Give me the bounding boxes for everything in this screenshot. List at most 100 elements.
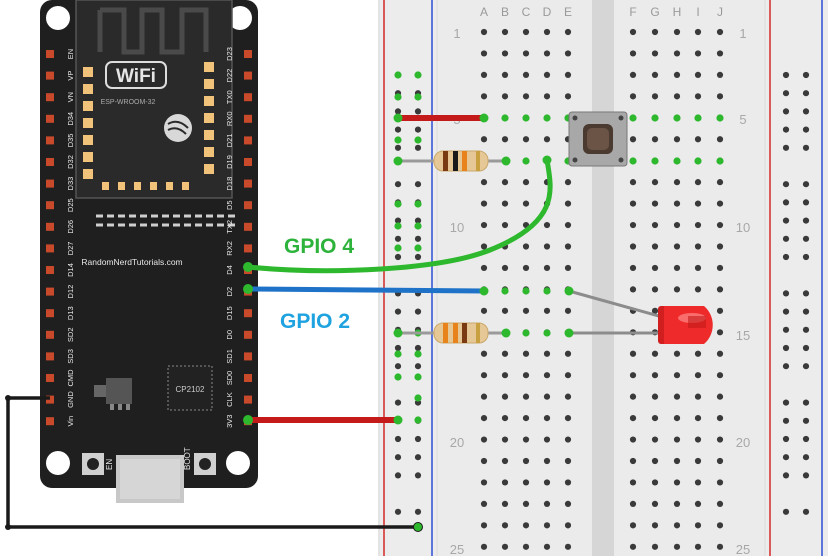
rail-hole — [782, 417, 790, 424]
pin-label: VN — [66, 92, 75, 102]
breadboard-hole — [501, 372, 509, 379]
breadboard-hole — [501, 436, 509, 443]
pin-label: RX2 — [225, 241, 234, 256]
breadboard-hole — [522, 71, 530, 78]
left-power-rail — [380, 0, 436, 556]
rail-hole — [782, 435, 790, 443]
wifi-logo — [105, 61, 167, 89]
header-pin — [46, 244, 54, 253]
rail-hole — [782, 71, 790, 79]
breadboard-hole — [651, 200, 659, 207]
breadboard-hole — [543, 221, 551, 229]
breadboard-hole — [480, 243, 488, 250]
pin-label: D4 — [225, 265, 234, 275]
connected-rail-hole — [414, 373, 422, 381]
breadboard-hole — [522, 393, 530, 400]
breadboard-hole — [543, 500, 551, 507]
breadboard-hole — [716, 543, 724, 550]
rail-hole — [414, 308, 422, 315]
breadboard-hole — [564, 28, 572, 36]
wire-end-pin — [393, 113, 403, 123]
breadboard-hole — [651, 264, 659, 272]
breadboard-hole — [543, 522, 551, 529]
pin-label: D15 — [225, 306, 234, 320]
pushbutton[interactable] — [568, 111, 628, 167]
breadboard-hole — [629, 350, 637, 357]
row-number-left: 10 — [450, 220, 464, 235]
rail-hole — [802, 71, 810, 79]
pin-label: SD3 — [66, 349, 75, 364]
breadboard-hole — [543, 350, 551, 357]
breadboard-hole — [629, 243, 637, 250]
gpio4-label: GPIO 4 — [284, 235, 354, 258]
breadboard-hole — [564, 93, 572, 100]
pin-label: CLK — [225, 392, 234, 407]
connected-rail-hole — [414, 394, 422, 402]
breadboard-hole — [480, 307, 488, 314]
header-pin — [46, 136, 54, 145]
breadboard-hole — [651, 93, 659, 100]
breadboard-hole — [716, 71, 724, 78]
rail-hole — [394, 344, 402, 352]
header-pin — [244, 330, 252, 339]
breadboard-hole — [694, 93, 702, 100]
breadboard-hole — [522, 500, 530, 507]
chip-label: CP2102 — [176, 385, 205, 394]
breadboard-hole — [716, 372, 724, 379]
site-label: RandomNerdTutorials.com — [81, 257, 182, 267]
row-number-right: 20 — [736, 435, 750, 450]
rail-hole — [394, 181, 402, 188]
column-letter: B — [501, 5, 509, 19]
breadboard-hole — [522, 436, 530, 443]
rail-hole — [414, 144, 422, 151]
breadboard-hole — [543, 71, 551, 78]
breadboard-hole — [673, 50, 681, 57]
en-button[interactable] — [82, 453, 104, 475]
breadboard-hole — [564, 307, 572, 314]
connected-rail-hole — [394, 222, 402, 230]
breadboard-hole — [480, 522, 488, 529]
wire-end-pin — [243, 262, 253, 272]
row-number-right: 25 — [736, 542, 750, 556]
breadboard-hole — [543, 307, 551, 314]
header-pin — [244, 136, 252, 145]
breadboard-hole — [480, 71, 488, 78]
breadboard-hole — [522, 350, 530, 357]
breadboard-hole — [694, 243, 702, 250]
breadboard-hole — [694, 221, 702, 229]
breadboard-hole — [651, 136, 659, 143]
breadboard-hole — [716, 243, 724, 250]
breadboard-hole — [564, 479, 572, 486]
breadboard-hole — [522, 522, 530, 529]
breadboard-hole — [694, 71, 702, 78]
row-number-right: 5 — [739, 112, 746, 127]
mounting-hole — [46, 6, 70, 30]
connected-rail-hole — [394, 71, 402, 79]
rail-hole — [394, 435, 402, 443]
pin-label: D33 — [66, 177, 75, 191]
breadboard-hole — [716, 200, 724, 207]
rail-hole — [782, 126, 790, 133]
breadboard-hole — [673, 522, 681, 529]
breadboard-hole — [522, 179, 530, 186]
header-pin — [46, 222, 54, 231]
pin-label: D5 — [225, 200, 234, 210]
rail-hole — [802, 144, 810, 151]
breadboard-hole — [501, 50, 509, 57]
breadboard-hole — [543, 243, 551, 250]
breadboard-hole — [480, 543, 488, 550]
voltage-regulator — [106, 378, 132, 404]
column-letter: J — [717, 5, 723, 19]
mounting-hole — [228, 6, 252, 30]
rail-hole — [802, 235, 810, 242]
breadboard-hole — [694, 200, 702, 207]
breadboard-hole — [673, 479, 681, 486]
breadboard-hole — [694, 457, 702, 465]
connected-hole — [673, 157, 681, 165]
pin-label: CMD — [66, 369, 75, 387]
breadboard-hole — [629, 93, 637, 100]
breadboard-hole — [480, 221, 488, 229]
antenna-trace — [97, 7, 209, 55]
breadboard-hole — [564, 350, 572, 357]
boot-button[interactable] — [194, 453, 216, 475]
